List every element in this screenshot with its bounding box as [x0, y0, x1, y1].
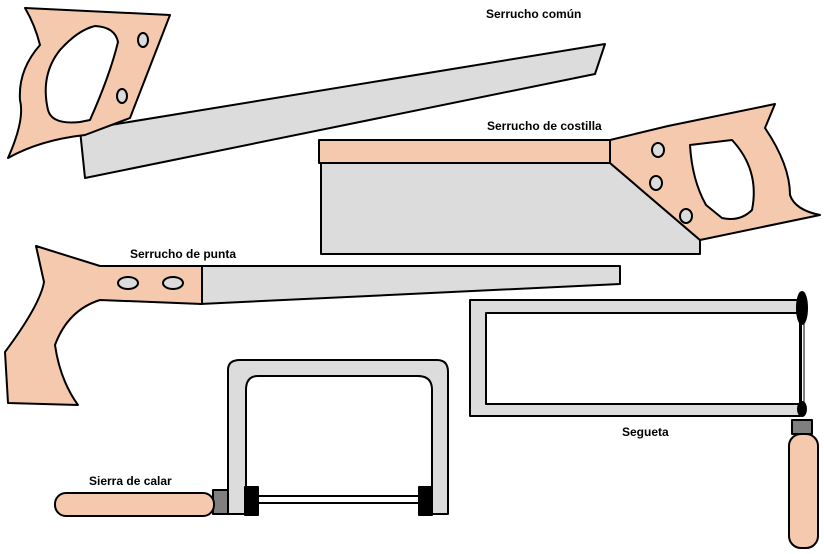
serrucho-comun-blade	[79, 43, 606, 179]
serrucho-comun-rivet	[116, 88, 128, 104]
segueta-frame	[469, 299, 801, 417]
serrucho-punta-rivet	[117, 276, 139, 290]
sierra-calar-left-clamp	[244, 486, 259, 516]
label-serrucho-costilla: Serrucho de costilla	[487, 119, 602, 133]
serrucho-costilla-spine	[318, 139, 612, 164]
serrucho-comun-rivet	[137, 32, 149, 48]
label-serrucho-comun: Serrucho común	[486, 7, 582, 21]
serrucho-punta-rivet	[162, 276, 184, 290]
serrucho-costilla-grip-hole	[689, 139, 755, 220]
sierra-calar-right-clamp	[418, 486, 433, 516]
serrucho-punta	[4, 245, 621, 406]
segueta-ferrule	[791, 419, 813, 435]
serrucho-costilla	[318, 103, 821, 255]
segueta	[469, 291, 819, 549]
serrucho-punta-blade	[199, 265, 621, 305]
label-segueta: Segueta	[622, 425, 669, 439]
serrucho-comun-grip-hole	[44, 25, 119, 124]
segueta-top-knob	[796, 291, 808, 325]
sierra-calar-handle	[54, 492, 215, 517]
segueta-handle	[788, 433, 819, 549]
serrucho-comun	[7, 7, 606, 179]
serrucho-punta-handle	[4, 245, 203, 406]
sierra-calar-blade	[257, 495, 421, 504]
sierra-calar	[54, 359, 449, 517]
serrucho-costilla-rivet	[679, 208, 693, 224]
label-serrucho-punta: Serrucho de punta	[130, 247, 237, 261]
sierra-calar-frame	[227, 359, 449, 515]
sierra-calar-ferrule	[212, 489, 229, 515]
serrucho-costilla-rivet	[651, 142, 665, 158]
serrucho-costilla-rivet	[649, 175, 663, 191]
segueta-bottom-knob	[797, 401, 807, 417]
label-sierra-calar: Sierra de calar	[89, 474, 172, 488]
